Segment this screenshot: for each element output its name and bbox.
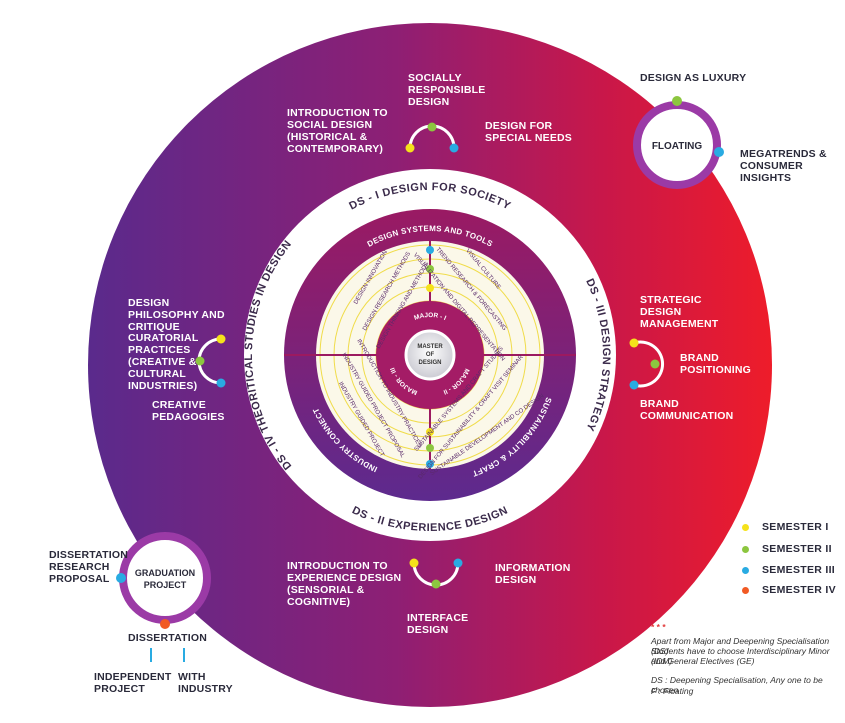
graduation-left-label: DISSERTATION RESEARCH PROPOSAL xyxy=(49,549,129,585)
ds4-middle-label: CURATORIAL PRACTICES (CREATIVE & CULTURA… xyxy=(128,332,199,392)
graduation-circle xyxy=(119,532,211,624)
graduation-label-2: PROJECT xyxy=(144,580,187,590)
center-disk xyxy=(404,329,456,381)
center-line2: OF xyxy=(426,352,435,358)
ds3-top-label: STRATEGIC DESIGN MANAGEMENT xyxy=(640,294,719,330)
notes-stars: * * * xyxy=(651,622,666,632)
center-line3: DESIGN xyxy=(418,360,441,366)
ds2-bottom-label: INTERFACE DESIGN xyxy=(407,612,469,636)
notes-line-4: DS : Deepening Specialisation, Any one t… xyxy=(651,675,823,695)
notes-line-3: and General Electives (GE) xyxy=(651,656,755,666)
legend-dot-orange xyxy=(742,586,749,594)
ds4-bottom-label: CREATIVE PEDAGOGIES xyxy=(152,399,225,423)
center-line1: MASTER xyxy=(417,344,443,350)
graduation-option-2: WITH INDUSTRY xyxy=(178,671,233,695)
ds4-top-label: DESIGN PHILOSOPHY AND CRITIQUE xyxy=(128,297,225,333)
ds3-right-label: BRAND POSITIONING xyxy=(680,352,752,376)
floating-label: FLOATING xyxy=(652,141,703,152)
ds2-right-label: INFORMATION DESIGN xyxy=(495,562,571,586)
ds2-left-label: INTRODUCTION TO EXPERIENCE DESIGN (SENSO… xyxy=(287,560,402,608)
notes-line-5: F : Floating xyxy=(651,686,694,696)
legend-item-sem1: SEMESTER I xyxy=(742,520,829,534)
graduation-bottom-label: DISSERTATION xyxy=(128,632,208,644)
legend-dot-blue xyxy=(742,566,749,574)
svg-text:MAJOR - I: MAJOR - I xyxy=(413,312,447,322)
graduation-option-1: INDEPENDENT PROJECT xyxy=(94,671,172,695)
legend-item-sem2: SEMESTER II xyxy=(742,542,832,556)
notes-line-1: Apart from Major and Deepening Specialis… xyxy=(651,636,830,656)
ds1-right-label: DESIGN FOR SPECIAL NEEDS xyxy=(485,120,573,144)
ds3-bottom-label: BRAND COMMUNICATION xyxy=(640,398,734,422)
ds1-left-label: INTRODUCTION TO SOCIAL DESIGN (HISTORICA… xyxy=(287,107,388,155)
ds1-top-label: SOCIALLY RESPONSIBLE DESIGN xyxy=(408,72,486,108)
notes-line-2: Students have to choose Interdisciplinar… xyxy=(651,646,830,666)
floating-top-label: DESIGN AS LUXURY xyxy=(640,72,747,84)
legend-item-sem3: SEMESTER III xyxy=(742,563,835,577)
graduation-label-1: GRADUATION xyxy=(135,568,195,578)
major-1-label: MAJOR - I xyxy=(413,312,447,322)
legend-item-sem4: SEMESTER IV xyxy=(742,583,836,597)
legend-dot-yellow xyxy=(742,523,749,531)
floating-right-label: MEGATRENDS & CONSUMER INSIGHTS xyxy=(740,148,827,184)
legend-dot-green xyxy=(742,545,749,553)
